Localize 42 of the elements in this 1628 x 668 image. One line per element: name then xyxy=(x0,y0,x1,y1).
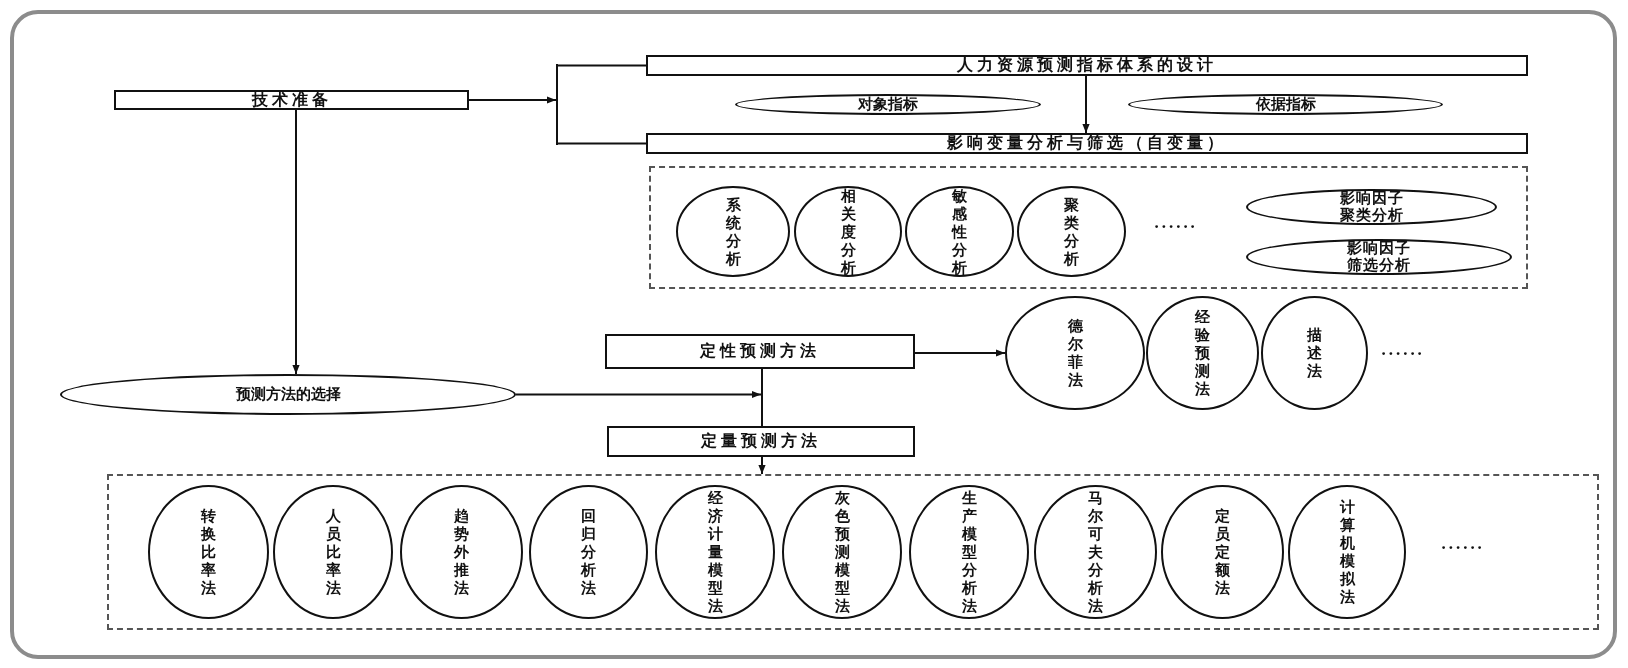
process-box: 定量预测方法 xyxy=(607,426,915,457)
ellipse-node: 相关度分析 xyxy=(794,186,902,277)
process-box: 影响变量分析与筛选（自变量） xyxy=(646,133,1528,154)
arrow xyxy=(1082,75,1090,134)
ellipse-node: 描述法 xyxy=(1261,296,1368,410)
ellipse-node: 灰色预测模型法 xyxy=(782,485,902,619)
ellipse-node: 德尔菲法 xyxy=(1005,296,1145,410)
bracket-line xyxy=(556,64,558,145)
ellipse-node: 转换比率法 xyxy=(148,485,269,619)
ellipse-node: 影响因子聚类分析 xyxy=(1246,189,1497,225)
ellipse-node: 系统分析 xyxy=(676,186,790,277)
continuation-dots: ...... xyxy=(1381,341,1425,359)
process-box: 定性预测方法 xyxy=(605,334,915,369)
ellipse-node: 计算机模拟法 xyxy=(1288,485,1406,619)
ellipse-node: 影响因子筛选分析 xyxy=(1246,239,1512,275)
ellipse-node: 预测方法的选择 xyxy=(60,374,516,415)
ellipse-node: 经济计量模型法 xyxy=(655,485,775,619)
continuation-dots: ...... xyxy=(1154,214,1198,232)
ellipse-node: 回归分析法 xyxy=(529,485,648,619)
ellipse-node: 人员比率法 xyxy=(273,485,393,619)
bracket-line xyxy=(761,369,763,426)
dashed-frame xyxy=(107,474,1599,630)
continuation-dots: ...... xyxy=(1441,535,1485,553)
process-box: 人力资源预测指标体系的设计 xyxy=(646,55,1528,76)
ellipse-node: 马尔可夫分析法 xyxy=(1034,485,1157,619)
arrow xyxy=(758,456,766,475)
arrow xyxy=(292,109,300,375)
ellipse-node: 对象指标 xyxy=(735,94,1041,115)
arrow xyxy=(468,96,557,104)
connector-line xyxy=(557,142,647,145)
connector-line xyxy=(557,64,647,67)
ellipse-node: 依据指标 xyxy=(1128,94,1443,115)
ellipse-node: 趋势外推法 xyxy=(400,485,523,619)
arrow xyxy=(515,390,762,399)
arrow xyxy=(914,349,1006,357)
ellipse-node: 敏感性分析 xyxy=(905,186,1014,277)
ellipse-node: 聚类分析 xyxy=(1017,186,1126,277)
ellipse-node: 定员定额法 xyxy=(1161,485,1284,619)
ellipse-node: 经验预测法 xyxy=(1146,296,1259,410)
ellipse-node: 生产模型分析法 xyxy=(909,485,1029,619)
dashed-frame xyxy=(649,166,1528,289)
process-box: 技术准备 xyxy=(114,90,469,110)
